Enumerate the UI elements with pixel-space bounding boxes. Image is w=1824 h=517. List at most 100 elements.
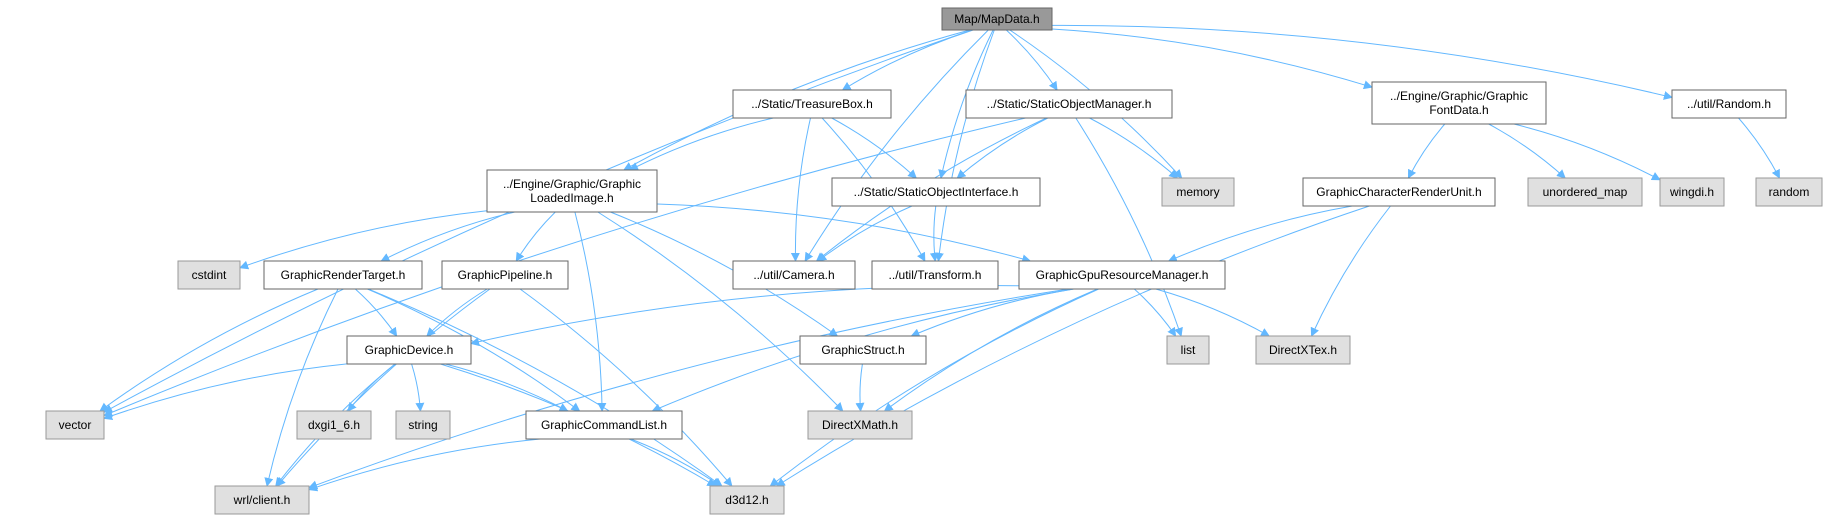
node-box <box>346 335 472 365</box>
node-box <box>1755 177 1823 207</box>
node-box <box>871 260 999 290</box>
node-struct[interactable]: GraphicStruct.h <box>799 335 927 365</box>
nodes-layer: Map/MapData.h ../Static/TreasureBox.h ../S… <box>45 7 1823 515</box>
node-transform[interactable]: ../util/Transform.h <box>871 260 999 290</box>
edges-layer <box>99 24 1780 492</box>
edge-treasurebox-to-camera <box>790 117 811 262</box>
node-box <box>1302 177 1496 207</box>
edge-pipeline-to-wrlclient <box>276 288 491 487</box>
edge-mapdata-to-staticobjmgr <box>1005 29 1058 91</box>
node-directxmath: DirectXMath.h <box>807 410 913 440</box>
edge-rendertarget-to-device <box>354 288 398 337</box>
node-cstdint: cstdint <box>177 260 241 290</box>
node-device[interactable]: GraphicDevice.h <box>346 335 472 365</box>
node-box <box>1161 177 1235 207</box>
node-directxtex: DirectXTex.h <box>1255 335 1351 365</box>
node-label: DirectXMath.h <box>822 418 898 432</box>
node-label: GraphicCharacterRenderUnit.h <box>1316 185 1481 199</box>
node-box <box>45 410 105 440</box>
node-random: random <box>1755 177 1823 207</box>
edge-treasurebox-to-staticobjif <box>831 117 917 179</box>
node-treasurebox[interactable]: ../Static/TreasureBox.h <box>732 89 892 119</box>
node-label: GraphicGpuResourceManager.h <box>1036 268 1209 282</box>
node-box <box>214 485 310 515</box>
node-label: ../util/Camera.h <box>753 268 834 282</box>
edge-staticobjmgr-to-staticobjif <box>956 117 1049 179</box>
edge-random_h-to-random <box>1738 117 1780 179</box>
edge-mapdata-to-camera <box>804 29 989 262</box>
edge-staticobjif-to-transform <box>929 205 939 262</box>
node-box <box>263 260 423 290</box>
edge-device-to-vector <box>103 363 348 421</box>
node-wrlclient: wrl/client.h <box>214 485 310 515</box>
edge-cmdlist-to-wrlclient <box>308 438 541 492</box>
node-box <box>441 260 569 290</box>
node-label: memory <box>1176 185 1219 199</box>
edge-loadedimage-to-pipeline <box>515 211 556 262</box>
node-string: string <box>395 410 451 440</box>
edge-device-to-string <box>411 363 425 412</box>
node-label: list <box>1181 343 1196 357</box>
edge-fontdata-to-wingdi <box>1513 123 1661 181</box>
edge-treasurebox-to-loadedimage <box>629 117 774 171</box>
node-label: DirectXTex.h <box>1269 343 1337 357</box>
node-list: list <box>1166 335 1210 365</box>
node-box <box>965 89 1173 119</box>
edge-struct-to-directxmath <box>855 363 865 412</box>
node-rendertarget[interactable]: GraphicRenderTarget.h <box>263 260 423 290</box>
node-label: GraphicCommandList.h <box>541 418 667 432</box>
edge-gpuresmgr-to-d3d12 <box>769 288 1099 487</box>
edge-mapdata-to-treasurebox <box>841 29 974 91</box>
edge-gpuresmgr-to-list <box>1133 288 1177 337</box>
node-camera[interactable]: ../util/Camera.h <box>732 260 856 290</box>
edge-charrender-to-directxtex <box>1310 205 1391 337</box>
edge-gpuresmgr-to-wrlclient <box>308 288 1069 490</box>
node-box <box>395 410 451 440</box>
node-staticobjmgr[interactable]: ../Static/StaticObjectManager.h <box>965 89 1173 119</box>
edge-mapdata-to-staticobjif <box>938 29 994 179</box>
node-mapdata[interactable]: Map/MapData.h <box>941 7 1053 31</box>
node-staticobjif[interactable]: ../Static/StaticObjectInterface.h <box>831 177 1041 207</box>
node-label: GraphicRenderTarget.h <box>281 268 406 282</box>
node-box <box>177 260 241 290</box>
edge-staticobjif-to-camera <box>817 205 913 262</box>
node-label: wingdi.h <box>1669 185 1714 199</box>
edge-mapdata-to-fontdata <box>1051 28 1373 90</box>
edge-rendertarget-to-vector <box>99 288 319 412</box>
node-pipeline[interactable]: GraphicPipeline.h <box>441 260 569 290</box>
node-label: dxgi1_6.h <box>308 418 360 432</box>
edge-loadedimage-to-rendertarget <box>380 211 515 262</box>
node-label: GraphicDevice.h <box>365 343 454 357</box>
node-label: ../Static/StaticObjectInterface.h <box>854 185 1019 199</box>
node-box <box>296 410 372 440</box>
node-label: cstdint <box>192 268 227 282</box>
edge-staticobjmgr-to-vector <box>103 117 1026 417</box>
node-cmdlist[interactable]: GraphicCommandList.h <box>525 410 683 440</box>
edge-loadedimage-to-cmdlist <box>574 211 607 412</box>
node-box <box>1659 177 1725 207</box>
node-label: d3d12.h <box>725 493 768 507</box>
node-label: wrl/client.h <box>233 493 291 507</box>
node-charrender[interactable]: GraphicCharacterRenderUnit.h <box>1302 177 1496 207</box>
edge-staticobjmgr-to-memory <box>1089 117 1179 179</box>
node-box <box>1527 177 1643 207</box>
node-box <box>941 7 1053 31</box>
node-label: LoadedImage.h <box>530 191 613 205</box>
node-wingdi: wingdi.h <box>1659 177 1725 207</box>
node-gpuresmgr[interactable]: GraphicGpuResourceManager.h <box>1018 260 1226 290</box>
node-random_h[interactable]: ../util/Random.h <box>1671 89 1787 119</box>
node-label: Map/MapData.h <box>954 12 1039 26</box>
node-box <box>486 169 658 213</box>
node-box <box>709 485 785 515</box>
node-box <box>525 410 683 440</box>
edge-cmdlist-to-d3d12 <box>630 438 722 487</box>
edge-loadedimage-to-gpuresmgr <box>656 203 1032 264</box>
node-box <box>799 335 927 365</box>
node-label: ../Static/StaticObjectManager.h <box>987 97 1152 111</box>
node-box <box>732 89 892 119</box>
node-unordered_map: unordered_map <box>1527 177 1643 207</box>
node-box <box>732 260 856 290</box>
